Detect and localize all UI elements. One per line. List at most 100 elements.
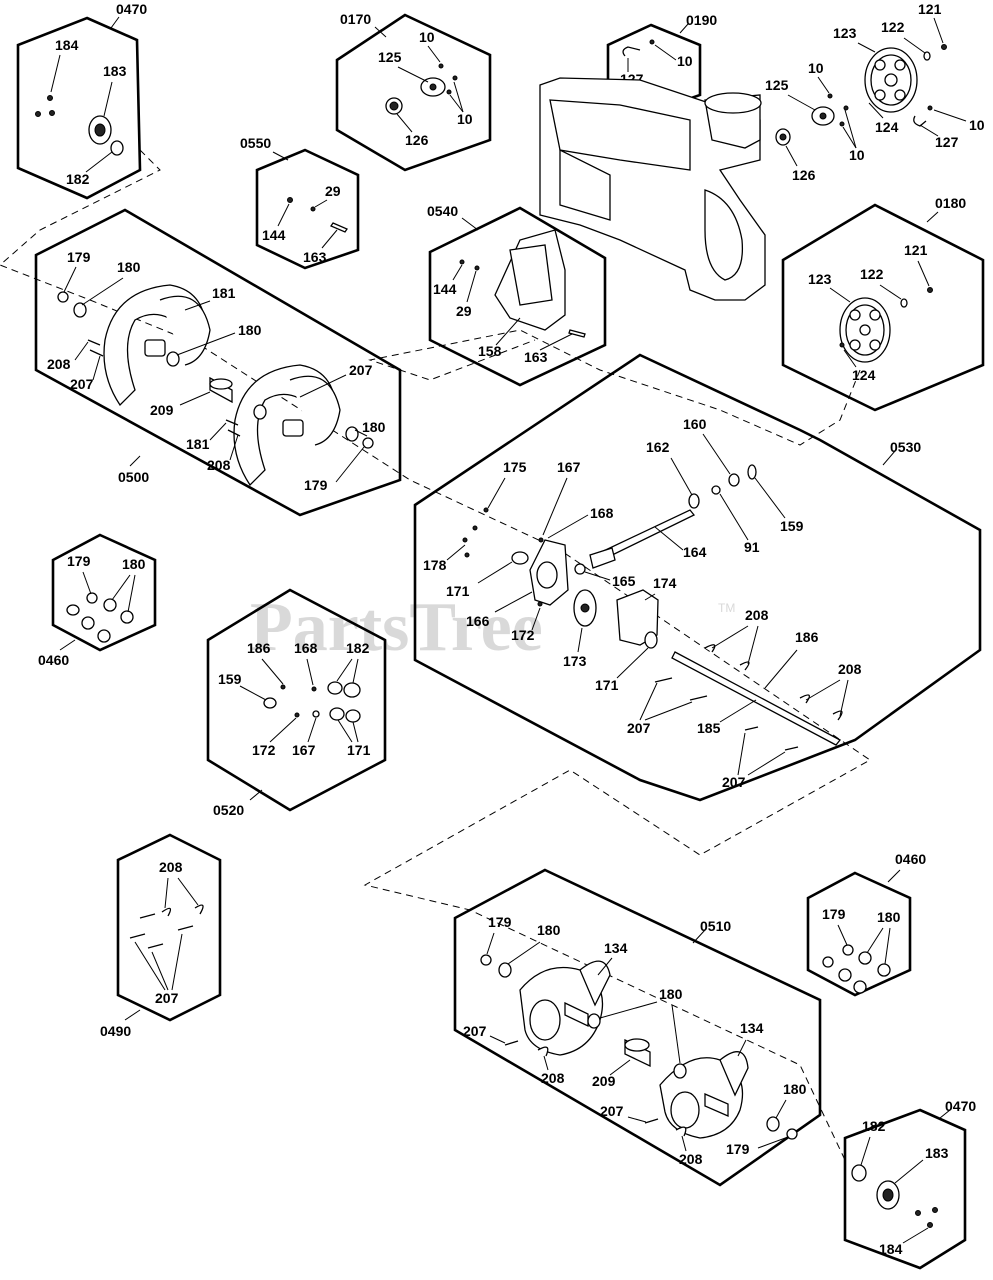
part-label: 164 (683, 544, 707, 560)
gearbox-cover (459, 229, 586, 338)
part-label: 180 (659, 986, 683, 1002)
group-0550[interactable]: 0550 29 144 163 (240, 135, 360, 270)
part-label: 10 (677, 53, 693, 69)
part-label: 179 (488, 914, 512, 930)
part-label: 10 (849, 147, 865, 163)
part-label: 208 (745, 607, 769, 623)
group-0460-left[interactable]: 0460 179 180 (38, 533, 157, 668)
part-label: 123 (808, 271, 832, 287)
group-0500[interactable]: 0500 179 180 181 (34, 208, 402, 517)
part-label: 168 (294, 640, 318, 656)
part-label: 184 (55, 37, 79, 53)
part-label: 162 (646, 439, 670, 455)
housing-parts (775, 44, 947, 146)
part-label: 180 (537, 922, 561, 938)
part-label: 182 (346, 640, 370, 656)
watermark-tm: TM (718, 601, 735, 615)
part-label: 180 (783, 1081, 807, 1097)
flange-part (385, 63, 458, 115)
group-code: 0530 (890, 439, 921, 455)
part-label: 174 (653, 575, 677, 591)
part-label: 122 (860, 266, 884, 282)
part-label: 186 (795, 629, 819, 645)
part-label: 91 (744, 539, 760, 555)
clip-part (622, 39, 655, 57)
part-label: 158 (478, 343, 502, 359)
auger-right (233, 364, 374, 487)
part-label: 208 (47, 356, 71, 372)
group-code: 0470 (116, 1, 147, 17)
part-label: 207 (600, 1103, 624, 1119)
group-0460-right[interactable]: 0460 179 180 (806, 851, 926, 997)
part-label: 180 (362, 419, 386, 435)
auger-left (57, 284, 233, 407)
part-label: 209 (150, 402, 174, 418)
part-label: 179 (67, 249, 91, 265)
group-0170[interactable]: 0170 10 125 10 126 (335, 11, 492, 172)
part-label: 207 (463, 1023, 487, 1039)
group-code: 0460 (895, 851, 926, 867)
group-0510[interactable]: 0510 179 180 (453, 868, 822, 1187)
part-label: 209 (592, 1073, 616, 1089)
part-label: 171 (595, 677, 619, 693)
part-label: 179 (304, 477, 328, 493)
group-code: 0520 (213, 802, 244, 818)
part-label: 180 (238, 322, 262, 338)
group-code: 0170 (340, 11, 371, 27)
group-0520[interactable]: 0520 186 168 182 159 172 167 171 (206, 588, 387, 818)
group-0490[interactable]: 0490 208 207 (100, 833, 222, 1039)
part-label: 166 (466, 613, 490, 629)
part-label: 160 (683, 416, 707, 432)
part-label: 185 (697, 720, 721, 736)
part-label: 134 (604, 940, 628, 956)
part-label: 180 (877, 909, 901, 925)
watermark: PartsTree (250, 589, 543, 666)
part-label: 171 (446, 583, 470, 599)
auger-housing (539, 77, 766, 301)
group-0180[interactable]: 0180 121 123 122 124 (781, 195, 985, 412)
part-label: 124 (852, 367, 876, 383)
part-label: 208 (838, 661, 862, 677)
part-label: 186 (247, 640, 271, 656)
bushings-right (822, 944, 891, 994)
group-0470-top[interactable]: 0470 184 183 182 (16, 1, 147, 200)
part-label: 180 (122, 556, 146, 572)
part-label: 121 (904, 242, 928, 258)
part-label: 163 (524, 349, 548, 365)
part-label: 181 (212, 285, 236, 301)
part-label: 127 (935, 134, 959, 150)
auger-0510-right (659, 1051, 798, 1140)
hub-part (35, 95, 124, 156)
part-label: 208 (159, 859, 183, 875)
part-label: 168 (590, 505, 614, 521)
part-label: 122 (881, 19, 905, 35)
group-code: 0540 (427, 203, 458, 219)
part-label: 182 (862, 1118, 886, 1134)
part-label: 171 (347, 742, 371, 758)
part-label: 29 (325, 183, 341, 199)
part-label: 208 (541, 1070, 565, 1086)
part-label: 207 (722, 774, 746, 790)
housing-labels: 121 122 123 125 10 124 127 10 10 126 (765, 1, 985, 183)
part-label: 123 (833, 25, 857, 41)
part-label: 167 (557, 459, 581, 475)
hub-part-bottom (851, 1164, 938, 1228)
part-label: 10 (457, 111, 473, 127)
group-0470-bottom[interactable]: 0470 182 183 184 (843, 1098, 976, 1270)
part-label: 144 (433, 281, 457, 297)
part-label: 10 (969, 117, 985, 133)
group-code: 0190 (686, 12, 717, 28)
part-label: 173 (563, 653, 587, 669)
part-label: 183 (103, 63, 127, 79)
part-label: 179 (67, 553, 91, 569)
part-label: 207 (155, 990, 179, 1006)
part-label: 134 (740, 1020, 764, 1036)
part-label: 125 (378, 49, 402, 65)
group-0540[interactable]: 0540 144 29 158 163 (427, 203, 607, 387)
group-code: 0490 (100, 1023, 131, 1039)
pins-0490 (129, 904, 204, 949)
part-label: 208 (679, 1151, 703, 1167)
pins-0510 (504, 1040, 687, 1137)
group-0530[interactable]: 0530 (413, 353, 982, 802)
part-label: 181 (186, 436, 210, 452)
